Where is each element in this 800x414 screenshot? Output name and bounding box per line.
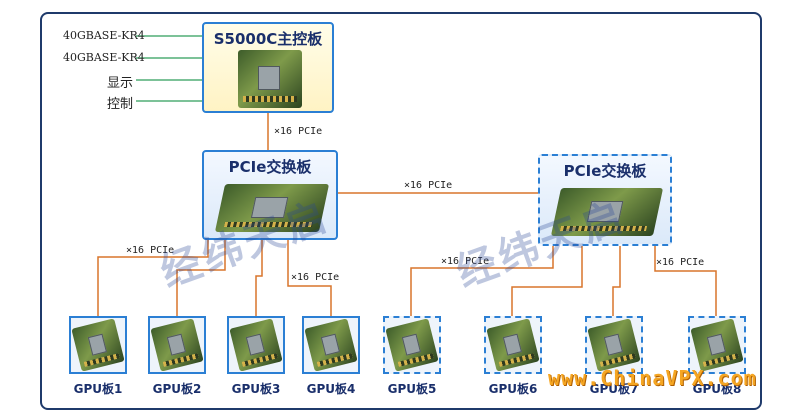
gpu-3-image [229, 318, 283, 372]
gpu-board-6 [484, 316, 542, 374]
gpu-1-image [71, 318, 125, 372]
io-label-kr4-2: 40GBASE-KR4 [63, 51, 145, 64]
gpu-board-5 [383, 316, 441, 374]
wire-gpu5 [410, 246, 554, 316]
gpu-8-image [690, 318, 744, 372]
wire-gpu2 [176, 240, 226, 316]
wire-gpu8 [654, 246, 717, 316]
wire-gpu1 [97, 240, 209, 316]
pcie-switch-left: PCIe交换板 [202, 150, 338, 240]
site-watermark: www.ChinaVPX.com [548, 366, 757, 390]
gpu-label-8: GPU板8 [692, 382, 742, 396]
wire-gpu3 [255, 240, 263, 316]
link-label-gpu5: ×16 PCIe [441, 256, 490, 267]
wire-gpu7 [612, 246, 621, 316]
gpu-board-8 [688, 316, 746, 374]
gpu-label-3: GPU板3 [231, 382, 281, 396]
link-label-gpu1: ×16 PCIe [126, 245, 175, 256]
gpu-board-1 [69, 316, 127, 374]
gpu-label-1: GPU板1 [73, 382, 123, 396]
gpu-2-image [150, 318, 204, 372]
gpu-board-7 [585, 316, 643, 374]
io-label-display: 显示 [107, 76, 134, 91]
diagram-frame [40, 12, 762, 410]
main-board-image [238, 50, 302, 108]
link-label-gpu4: ×16 PCIe [291, 272, 340, 283]
link-label-switch-switch: ×16 PCIe [404, 180, 453, 191]
gpu-label-6: GPU板6 [488, 382, 538, 396]
switch-left-title: PCIe交换板 [228, 158, 312, 176]
gpu-label-7: GPU板7 [589, 382, 639, 396]
wire-gpu6 [511, 246, 583, 316]
main-board-title: S5000C主控板 [213, 30, 323, 48]
gpu-5-image [385, 318, 439, 372]
link-label-gpu8: ×16 PCIe [656, 257, 705, 268]
gpu-board-4 [302, 316, 360, 374]
gpu-board-2 [148, 316, 206, 374]
switch-right-title: PCIe交换板 [563, 162, 647, 180]
gpu-4-image [304, 318, 358, 372]
io-label-kr4-1: 40GBASE-KR4 [63, 29, 145, 42]
wire-gpu4 [287, 240, 332, 316]
gpu-label-4: GPU板4 [306, 382, 356, 396]
gpu-6-image [486, 318, 540, 372]
gpu-label-2: GPU板2 [152, 382, 202, 396]
main-control-board: S5000C主控板 [202, 22, 334, 113]
gpu-label-5: GPU板5 [387, 382, 437, 396]
gpu-7-image [587, 318, 641, 372]
gpu-board-3 [227, 316, 285, 374]
io-label-control: 控制 [107, 97, 134, 112]
link-label-main-switch: ×16 PCIe [274, 126, 323, 137]
pcie-switch-right: PCIe交换板 [538, 154, 672, 246]
